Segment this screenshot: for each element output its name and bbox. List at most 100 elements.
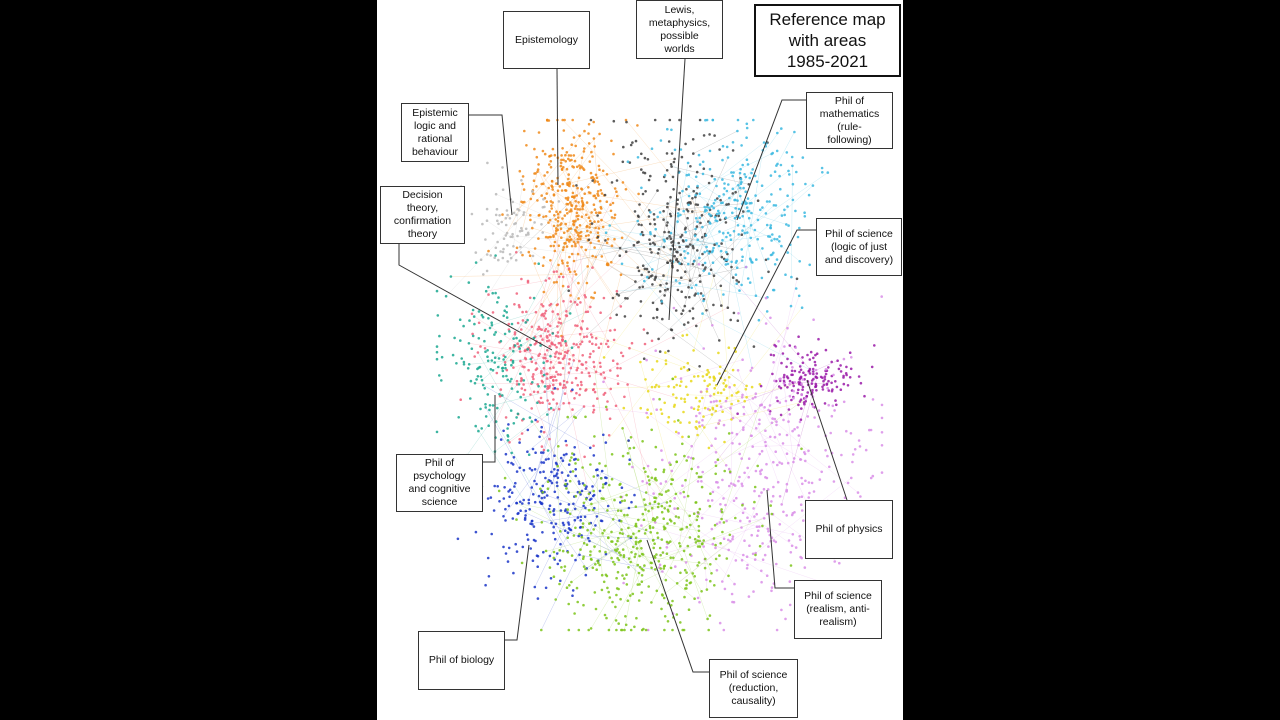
label-epistemic-logic: Epistemic logic and rational behaviour [401,103,469,162]
citation-node [579,548,582,551]
citation-node [775,562,778,566]
citation-node [674,565,677,568]
citation-node [641,480,644,483]
citation-node [696,511,700,514]
citation-node [797,434,801,437]
citation-node [714,557,718,561]
citation-node [714,198,717,202]
citation-node [540,223,543,226]
citation-node [679,491,682,495]
citation-node [603,193,607,197]
citation-node [628,462,631,466]
citation-node [693,537,697,541]
citation-node [591,485,594,488]
citation-node [561,338,564,342]
citation-node [524,514,527,517]
citation-edge [607,264,636,282]
citation-node [506,260,509,263]
citation-edge [537,169,553,203]
citation-edge [558,239,568,323]
citation-edge [693,130,738,154]
citation-node [619,273,623,277]
citation-node [492,509,496,512]
citation-node [790,369,794,373]
citation-node [807,369,811,373]
citation-node [851,460,854,464]
citation-node [549,200,553,203]
citation-node [518,339,521,343]
citation-node [551,332,554,335]
citation-node [578,482,581,486]
citation-edge [466,378,522,456]
citation-node [826,454,829,458]
citation-node [566,183,569,187]
citation-node [792,460,795,464]
citation-edge [723,233,753,368]
citation-node [595,515,599,518]
citation-node [807,481,811,484]
citation-node [537,494,541,498]
citation-node [577,176,581,180]
citation-node [624,118,628,122]
citation-node [436,314,440,317]
citation-node [775,396,778,399]
citation-node [674,430,678,434]
citation-node [593,194,596,197]
citation-node [722,423,726,427]
citation-edge [528,228,562,348]
citation-node [480,313,484,317]
citation-node [459,398,462,402]
citation-node [662,245,666,249]
citation-node [644,508,647,511]
citation-node [522,417,525,421]
citation-node [823,375,827,379]
citation-node [666,205,669,209]
citation-node [515,416,518,419]
citation-edge [594,366,610,486]
citation-node [716,458,720,462]
citation-node [549,479,552,483]
citation-node [626,383,629,386]
citation-node [706,384,710,388]
citation-node [727,574,730,578]
citation-node [662,596,666,600]
citation-node [714,472,717,476]
citation-node [486,161,489,165]
citation-node [506,560,510,563]
citation-node [548,333,551,337]
citation-node [710,444,713,448]
citation-node [484,403,487,406]
citation-node [747,475,750,479]
citation-node [880,295,883,298]
citation-node [566,536,569,540]
citation-node [701,263,705,267]
citation-node [525,337,529,341]
citation-node [518,350,522,353]
citation-node [608,483,611,487]
citation-node [592,137,596,140]
citation-node [735,432,739,436]
citation-edge [543,357,555,492]
citation-node [696,515,699,518]
citation-node [718,521,722,524]
citation-node [551,185,554,189]
citation-node [556,496,560,499]
citation-node [798,420,802,424]
citation-node [779,386,783,390]
citation-node [655,408,658,412]
citation-node [656,505,660,509]
citation-node [830,381,833,385]
citation-node [623,395,626,399]
citation-node [543,353,547,356]
citation-node [593,220,596,223]
citation-node [613,237,616,241]
citation-node [470,212,474,216]
citation-node [626,297,629,300]
citation-node [738,442,741,446]
citation-node [629,560,632,564]
citation-node [564,479,568,482]
citation-node [556,312,560,316]
citation-edge [646,482,735,585]
citation-edge [722,489,765,582]
citation-node [584,234,588,238]
